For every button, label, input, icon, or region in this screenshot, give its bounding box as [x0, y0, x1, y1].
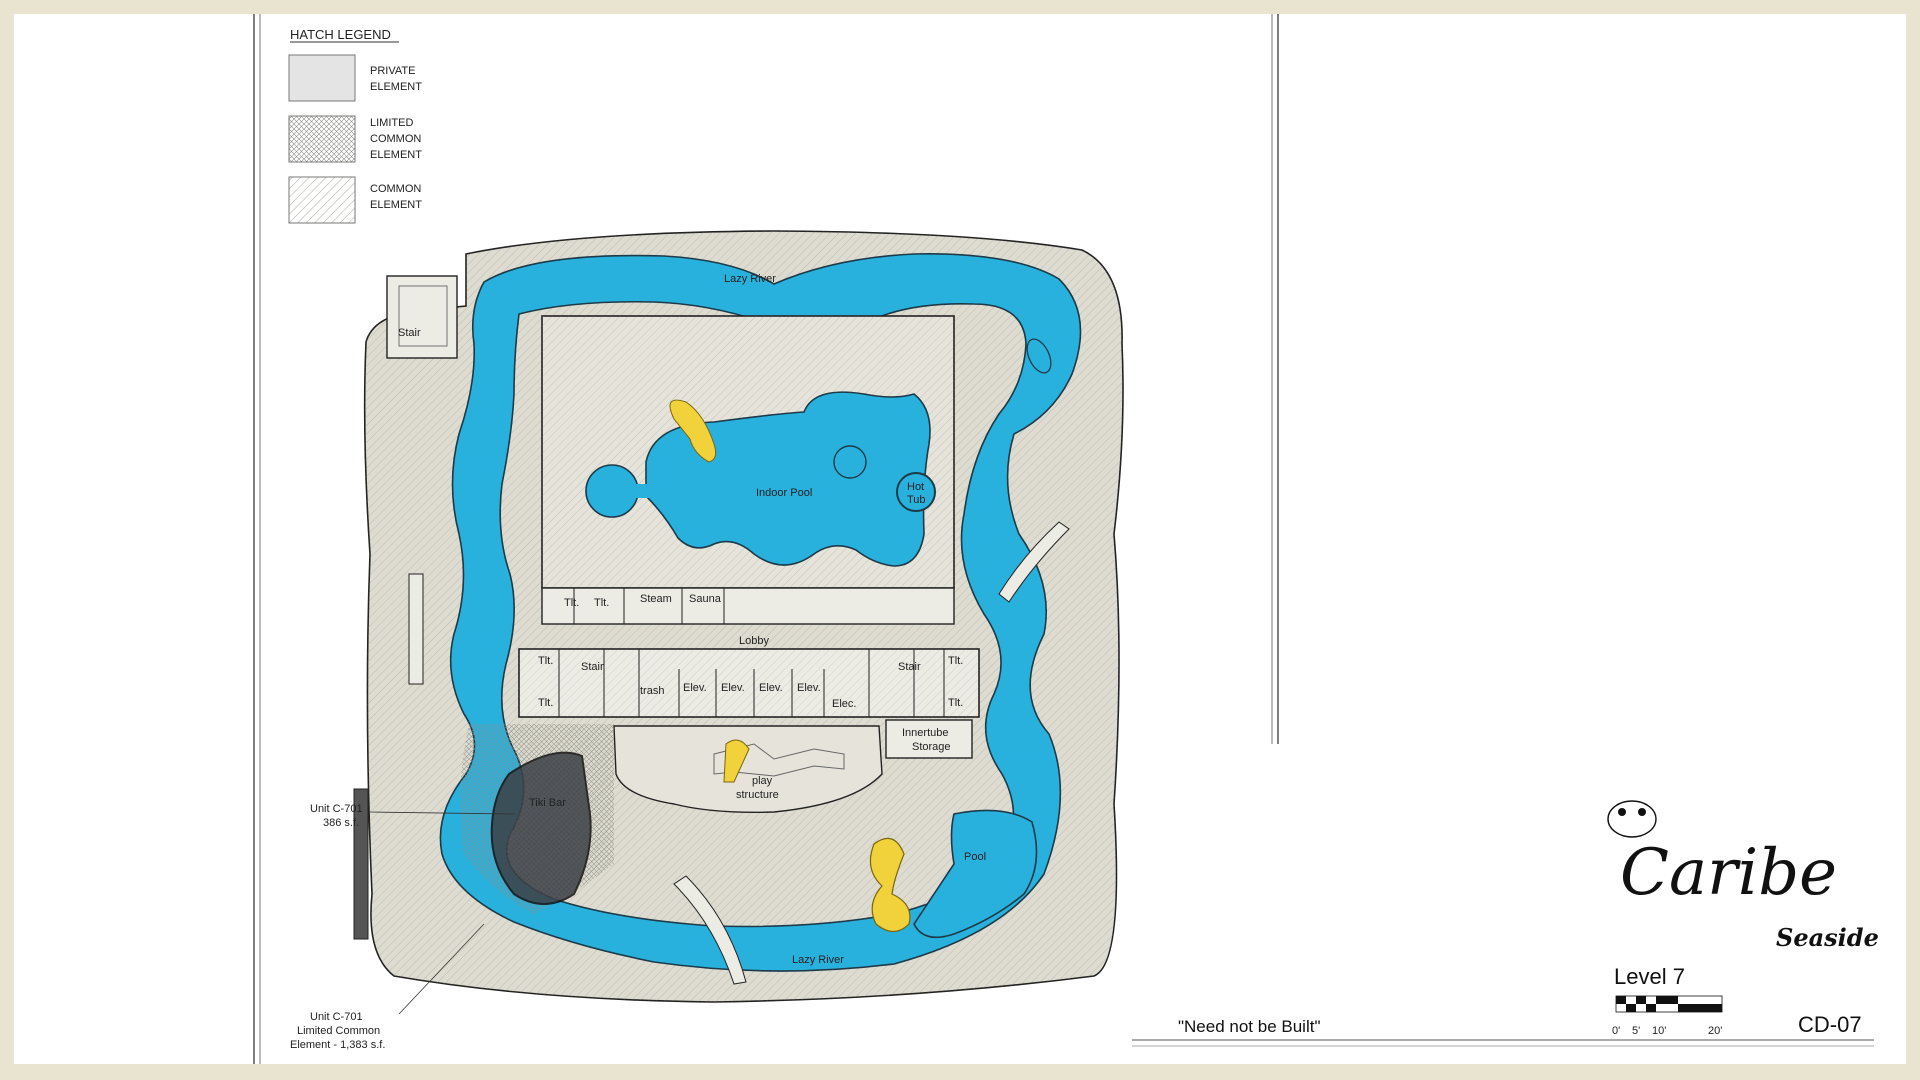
- round-pool: [585, 464, 639, 518]
- tiki-bar: [490, 751, 592, 905]
- unit-callout-line2: 386 s.f.: [323, 817, 359, 829]
- lce-callout-line1: Unit C-701: [310, 1011, 363, 1023]
- elec-label: Elec.: [832, 698, 856, 710]
- legend-private-line1: PRIVATE: [370, 65, 415, 77]
- drawing-sheet: HATCH LEGEND PRIVATE ELEMENT LIMITED COM…: [14, 14, 1906, 1064]
- not-built-note: "Need not be Built": [1178, 1017, 1321, 1036]
- ramp-east: [998, 521, 1070, 603]
- sauna-label: Sauna: [689, 593, 722, 605]
- hot-tub-label-1: Hot: [907, 481, 924, 493]
- tlt-e-label: Tlt.: [948, 655, 963, 667]
- stair-w-label: Stair: [581, 661, 604, 673]
- logo-main-text: Caribe: [1620, 836, 1837, 910]
- scale-label-10: 10': [1652, 1025, 1666, 1037]
- innertube-storage: [885, 719, 973, 759]
- stair-nw-label: Stair: [398, 327, 421, 339]
- lazy-river-top-label: Lazy River: [724, 273, 776, 285]
- stair-e-label: Stair: [898, 661, 921, 673]
- legend-limited-line3: ELEMENT: [370, 149, 422, 161]
- legend-title: HATCH LEGEND: [290, 27, 391, 42]
- innertube-label-1: Innertube: [902, 727, 948, 739]
- tlt-a-label: Tlt.: [564, 597, 579, 609]
- tlt-c-label: Tlt.: [538, 655, 553, 667]
- lobby-label: Lobby: [739, 635, 769, 647]
- hot-tub: [896, 472, 936, 512]
- legend-swatch-private: [288, 54, 356, 102]
- tlt-d-label: Tlt.: [538, 697, 553, 709]
- yellow-slide-indoor: [669, 399, 717, 463]
- legend-limited-line2: COMMON: [370, 133, 421, 145]
- unit-bar: [353, 788, 369, 940]
- pool-deck-plan: Stair Lazy River Lazy River Indoor Pool …: [353, 230, 1124, 1003]
- innertube-label-2: Storage: [912, 741, 951, 753]
- elev-4-label: Elev.: [797, 682, 821, 694]
- tlt-b-label: Tlt.: [594, 597, 609, 609]
- legend-common-line1: COMMON: [370, 183, 421, 195]
- ramp-west: [408, 573, 424, 685]
- legend-swatch-limited: [288, 115, 356, 163]
- logo-sub-text: Seaside: [1776, 923, 1879, 952]
- scale-label-20: 20': [1708, 1025, 1722, 1037]
- hatch-legend: HATCH LEGEND PRIVATE ELEMENT LIMITED COM…: [288, 27, 422, 224]
- title-block: Caribe Seaside Level 7 0' 5' 10' 20' CD-…: [1178, 800, 1879, 1037]
- scale-bar: 0' 5' 10' 20': [1612, 995, 1723, 1037]
- unit-callouts: Unit C-701 386 s.f. Unit C-701 Limited C…: [290, 803, 515, 1051]
- play-label-2: structure: [736, 789, 779, 801]
- legend-common-line2: ELEMENT: [370, 199, 422, 211]
- elev-3-label: Elev.: [759, 682, 783, 694]
- service-strip: [541, 587, 955, 625]
- elev-1-label: Elev.: [683, 682, 707, 694]
- floor-plan-drawing: HATCH LEGEND PRIVATE ELEMENT LIMITED COM…: [253, 14, 1879, 1064]
- caribe-logo: Caribe Seaside: [1607, 800, 1879, 952]
- level-label: Level 7: [1614, 964, 1685, 989]
- yellow-slide-outdoor: [869, 837, 911, 933]
- scale-label-5: 5': [1632, 1025, 1640, 1037]
- sheet-borders: [253, 14, 1874, 1064]
- scale-label-0: 0': [1612, 1025, 1620, 1037]
- hot-tub-label-2: Tub: [907, 494, 926, 506]
- legend-private-line2: ELEMENT: [370, 81, 422, 93]
- play-structure-area: [613, 725, 883, 814]
- lce-callout-line2: Limited Common: [297, 1025, 380, 1037]
- sheet-number: CD-07: [1798, 1012, 1862, 1037]
- steam-label: Steam: [640, 593, 672, 605]
- play-label-1: play: [752, 775, 773, 787]
- tiki-bar-label: Tiki Bar: [529, 797, 566, 809]
- pool-label: Pool: [964, 851, 986, 863]
- legend-limited-line1: LIMITED: [370, 117, 413, 129]
- outdoor-pool: [913, 809, 1038, 939]
- lazy-river-bottom-label: Lazy River: [792, 954, 844, 966]
- elev-2-label: Elev.: [721, 682, 745, 694]
- indoor-pool-label: Indoor Pool: [756, 487, 812, 499]
- unit-callout-line1: Unit C-701: [310, 803, 363, 815]
- tlt-f-label: Tlt.: [948, 697, 963, 709]
- lce-callout-line3: Element - 1,383 s.f.: [290, 1039, 385, 1051]
- indoor-pool: [645, 391, 931, 567]
- legend-swatch-common: [288, 176, 356, 224]
- trash-label: trash: [640, 685, 664, 697]
- ramp-south: [673, 875, 747, 985]
